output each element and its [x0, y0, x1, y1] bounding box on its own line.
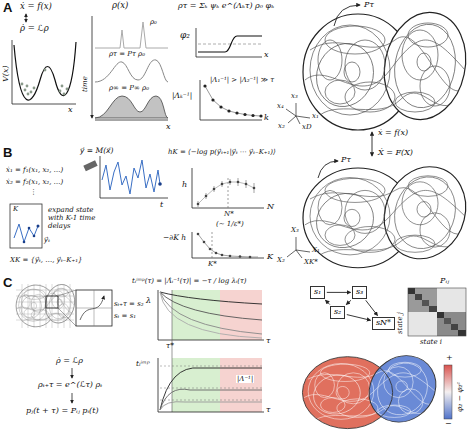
transition-arrow: [347, 315, 371, 321]
equation: XK = {y⃗ₜ, …, y⃗ₜ₋K₊₁}: [10, 256, 83, 264]
axis-label: N*: [224, 210, 234, 218]
axis-label: x: [68, 105, 73, 114]
curve-label: |Λ⁻¹|: [236, 375, 254, 383]
transition-arrow: [327, 292, 351, 293]
operator-label: Pτ: [341, 155, 351, 164]
matrix-label: Pᵢⱼ: [440, 276, 449, 285]
axis-label: K: [13, 205, 18, 213]
axis-label: t: [160, 200, 163, 209]
panel-letter: A: [3, 1, 12, 16]
transition-arrow: [366, 300, 378, 315]
equation: ρτ = Σₖ ψₖ e^(Λₖτ) ρ₀ φₖ: [178, 1, 274, 10]
axis-label: τ*: [166, 342, 174, 351]
axis-label: X₂: [277, 256, 285, 264]
axis-label: xD: [302, 123, 312, 131]
axis-label: τ: [266, 336, 270, 345]
axis-label: τ: [266, 405, 270, 414]
colorbar-label: φ₂ − φ₂ᶜ: [456, 382, 465, 412]
equation: ρ̇ = ℒρ: [56, 356, 83, 365]
equation: Ẋ = F(X): [378, 148, 413, 157]
equation: ρ̇ = ℒρ: [20, 24, 49, 34]
axis-label: h: [182, 180, 187, 189]
state-name: s₁: [314, 287, 321, 296]
axis-label: ρ(x): [112, 1, 128, 11]
axis-label: x₃: [291, 92, 298, 100]
equation: tᵢⁱᵐᵖ(τ) = |Λ̂ᵢ⁻¹(τ)| = −τ / log λᵢ(τ): [132, 277, 247, 285]
equation: hK = ⟨−log p(y⃗ₜ₊₁|y⃗ₜ ⋯ y⃗ₜ₋K₊₁)⟩: [168, 148, 276, 156]
axis-label: x₄: [277, 102, 284, 110]
curve-label: ρτ = Pτ ρ₀: [108, 50, 146, 58]
ellipsis: ⋮: [30, 188, 37, 196]
axis-label: λ: [146, 296, 151, 305]
equation: ẋ₂ = f₂(x₁, x₂, …): [6, 178, 63, 186]
state-box: sN*: [372, 317, 395, 330]
annotation: |Λ₁⁻¹| > |Λ₂⁻¹| ≫ τ: [210, 76, 274, 84]
axis-label: x₁: [312, 112, 319, 120]
axis-label: K: [267, 252, 273, 261]
axis-label: X₁: [312, 246, 320, 254]
panel-letter: B: [3, 146, 12, 161]
colorbar-label: +: [446, 353, 453, 362]
axis-label: −∂K h: [163, 234, 186, 243]
state-name: s₃: [356, 287, 363, 296]
axis-label: φ₂: [180, 30, 190, 40]
axis-label: time: [81, 76, 89, 92]
axis-label: x: [264, 50, 269, 59]
axis-label: X₃: [291, 226, 299, 234]
state-box: s₂: [330, 306, 345, 319]
annotation: expand state with K-1 time delays: [48, 206, 110, 230]
equation: pⱼ(t + τ) = Pᵢⱼ pᵢ(t): [26, 406, 99, 415]
curve-label: ρ∞ = P∞ ρ₀: [108, 84, 150, 92]
equation: y⃗ = M(x⃗): [80, 147, 113, 156]
axis-label: k: [264, 113, 269, 122]
annotation: (~ 1/ε*): [216, 220, 244, 228]
state-name: s₂: [334, 307, 341, 316]
colorbar-label: −: [445, 419, 452, 428]
equation: ẋ₁ = f₁(x₁, x₂, …): [6, 166, 63, 174]
equation: ρₜ₊τ = e^(ℒτ) ρₜ: [38, 380, 102, 389]
axis-label: state j: [396, 312, 404, 334]
panel-letter: C: [3, 276, 12, 291]
axis-label: x₂: [278, 122, 285, 130]
state-box: s₁: [310, 286, 325, 299]
axis-label: state i: [420, 338, 442, 346]
axis-label: x: [166, 122, 171, 131]
operator-label: Pτ: [364, 0, 374, 9]
axis-label: tᵢⁱᵐᵖ: [136, 360, 150, 369]
state-name: sN*: [376, 318, 391, 327]
axis-label: N: [267, 202, 274, 211]
axis-label: K*: [208, 260, 217, 268]
transition-arrow: [326, 300, 330, 304]
equation: ẋ = f(x): [378, 128, 408, 137]
axis-label: |Λₖ⁻¹|: [172, 92, 192, 101]
equation: sₜ = s₁: [114, 312, 136, 320]
axis-label: V(x): [1, 65, 10, 82]
equation: sₜ₊τ = s₂: [114, 300, 144, 308]
transition-arrow: [346, 300, 351, 304]
axis-label: y⃗ₜ: [44, 236, 50, 244]
curve-label: ρ₀: [150, 18, 157, 26]
axis-label: XK*: [304, 258, 318, 266]
equation: ẋ = f(x): [20, 2, 52, 12]
state-box: s₃: [352, 286, 367, 299]
